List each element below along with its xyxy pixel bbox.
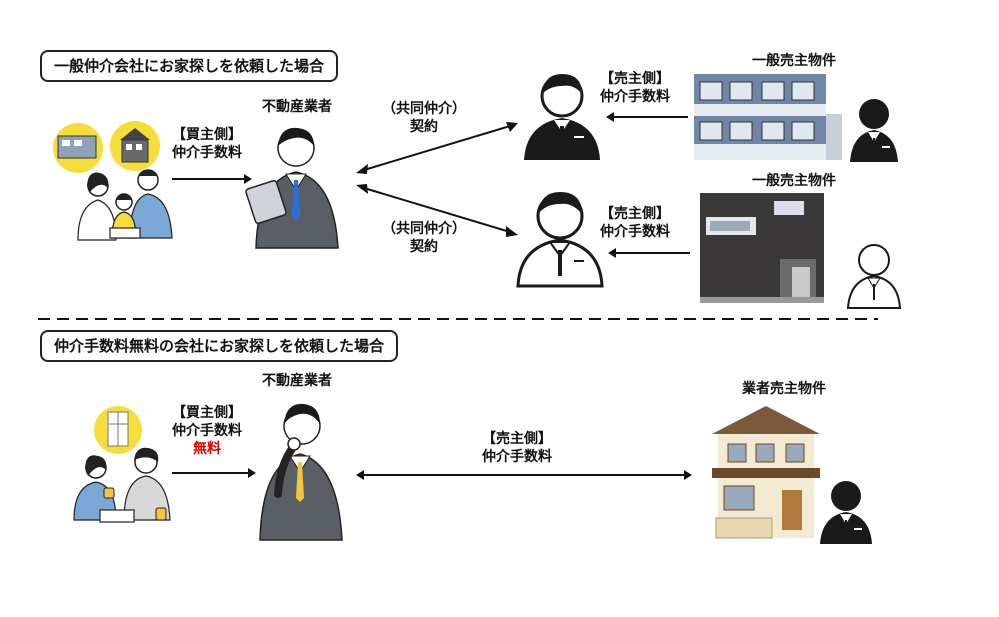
buyer-couple-illustration <box>73 406 171 523</box>
free-label: 無料 <box>193 441 221 457</box>
section-title-top: 一般仲介会社にお家探しを依頼した場合 <box>40 50 339 82</box>
property-2-owner <box>846 244 902 309</box>
agent-illustration-bottom <box>259 403 343 541</box>
property-1-apartment <box>694 74 842 160</box>
buyer-fee-label-bottom: 【買主側】 仲介手数料 無料 <box>172 405 242 457</box>
property-bottom-house <box>712 406 820 539</box>
seller-fee-label-bottom: 【売主側】 仲介手数料 <box>482 431 552 465</box>
seller-fee-label-1: 【売主側】 仲介手数料 <box>600 71 670 105</box>
buyer-fee-label-top: 【買主側】 仲介手数料 <box>172 127 242 161</box>
arrow-seller-fee-bottom <box>356 470 692 480</box>
buyer-family-illustration <box>53 121 173 241</box>
arrow-seller-fee-2 <box>608 248 690 258</box>
seller-fee-label-2: 【売主側】 仲介手数料 <box>600 206 670 240</box>
property-label-1: 一般売主物件 <box>752 53 836 69</box>
agent-label-top: 不動産業者 <box>262 99 332 115</box>
agent-illustration-top <box>245 127 339 249</box>
arrow-seller-fee-1 <box>606 112 688 122</box>
property-label-2: 一般売主物件 <box>752 173 836 189</box>
contract-label-1: （共同仲介） 契約 <box>382 101 466 135</box>
property-label-bottom: 業者売主物件 <box>742 381 826 397</box>
contract-label-2: （共同仲介） 契約 <box>382 221 466 255</box>
arrow-contract-2 <box>356 184 518 237</box>
section-divider <box>38 318 878 320</box>
seller-agent-2-illustration <box>516 192 604 288</box>
section-title-bottom: 仲介手数料無料の会社にお家探しを依頼した場合 <box>40 330 399 362</box>
property-bottom-owner <box>820 481 872 544</box>
arrow-contract-1 <box>356 122 518 174</box>
arrow-buyer-to-agent-bottom <box>172 468 256 478</box>
arrow-buyer-to-agent-top <box>172 174 252 184</box>
agent-label-bottom: 不動産業者 <box>262 373 332 389</box>
property-2-house <box>700 193 824 303</box>
property-1-owner <box>850 99 898 162</box>
seller-agent-1-illustration <box>524 74 600 160</box>
